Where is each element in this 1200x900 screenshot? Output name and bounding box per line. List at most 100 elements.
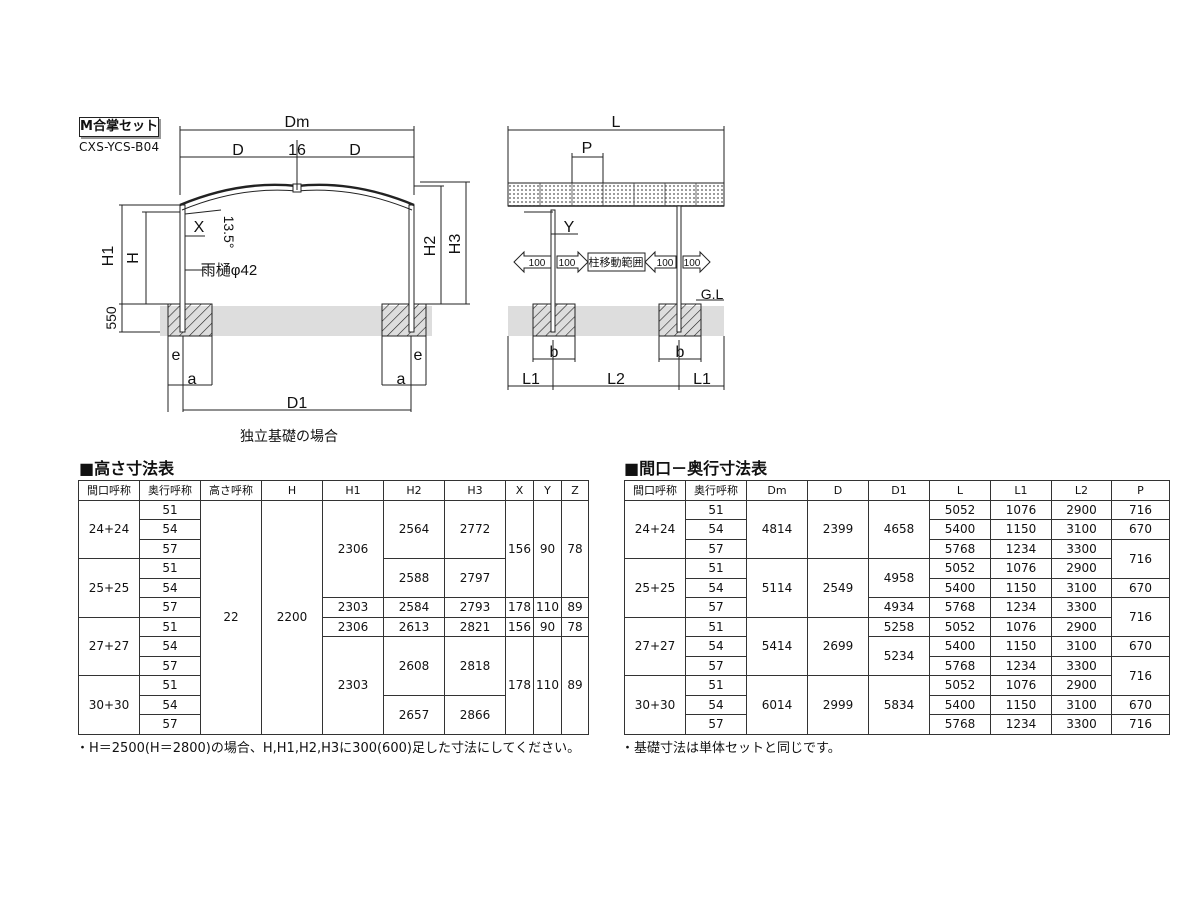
- height-table-note: ・H＝2500(H＝2800)の場合、H,H1,H2,H3に300(600)足し…: [76, 741, 581, 756]
- cell-l1: 1150: [990, 519, 1052, 540]
- cell-l2: 3300: [1051, 597, 1112, 618]
- table-row: 24+24 51 22 2200 2306 2564 2772 156 90 7…: [78, 499, 589, 735]
- label-e-right: e: [414, 347, 423, 364]
- col-height-name: 高さ呼称: [200, 480, 262, 501]
- cell-l2: 2900: [1051, 558, 1112, 579]
- table-row: 27+27 51 5414 2699 5258 5052 1076 2900: [624, 616, 1170, 676]
- cell-d1: 4658: [868, 499, 930, 559]
- cell-frontage: 25+25: [78, 558, 140, 618]
- foundation-right: [381, 303, 427, 337]
- cell-depth: 51: [685, 558, 747, 579]
- cell-frontage: 24+24: [624, 499, 686, 559]
- cell-p: 716: [1111, 499, 1170, 520]
- cell-l2: 3300: [1051, 538, 1112, 559]
- cell-y: 110: [533, 636, 562, 735]
- cell-l1: 1150: [990, 577, 1052, 598]
- cell-l: 5400: [929, 636, 991, 657]
- cell-z: 89: [561, 636, 589, 735]
- col-l2: L2: [1051, 480, 1112, 501]
- move-range-label: 柱移動範囲: [589, 255, 644, 269]
- cell-depth: 54: [139, 636, 201, 657]
- cell-y: 90: [533, 616, 562, 637]
- label-gl: G.L: [701, 286, 724, 302]
- side-post-right: [676, 205, 682, 333]
- cell-depth: 57: [685, 655, 747, 676]
- cell-l1: 1076: [990, 675, 1052, 696]
- cell-frontage: 24+24: [78, 499, 140, 559]
- table-row: 57: [79, 655, 589, 676]
- cell-l2: 2900: [1051, 499, 1112, 520]
- label-gutter: 雨樋φ42: [201, 262, 257, 279]
- col-p: P: [1111, 480, 1170, 501]
- cell-h3: 2793: [444, 597, 506, 618]
- cell-frontage: 27+27: [78, 616, 140, 676]
- col-h1: H1: [322, 480, 384, 501]
- label-l1-left: L1: [522, 371, 540, 388]
- height-table: 間口呼称 奥行呼称 高さ呼称 H H1 H2 H3 X Y Z 24+24 51…: [78, 480, 589, 735]
- cell-l2: 2900: [1051, 675, 1112, 696]
- table-row: 24+24 51 4814 2399 4658 5052 1076 2900 7…: [624, 499, 1170, 559]
- cell-h: 2200: [261, 499, 323, 735]
- cell-depth: 57: [139, 597, 201, 618]
- cell-h1: 2303: [322, 636, 384, 735]
- cell-l: 5768: [929, 538, 991, 559]
- col-l: L: [929, 480, 991, 501]
- side-view: [507, 126, 725, 390]
- label-center: 16: [288, 142, 306, 159]
- col-dm: Dm: [746, 480, 808, 501]
- cell-h2: 2588: [383, 558, 445, 598]
- cell-p: 716: [1111, 597, 1170, 637]
- label-d-left: D: [232, 142, 244, 159]
- label-h1: H1: [100, 246, 117, 267]
- cell-depth: 57: [685, 538, 747, 559]
- cell-h3: 2821: [444, 616, 506, 637]
- cell-l: 5400: [929, 519, 991, 540]
- table-row: 54 2303 2608 2818 178 110 89: [79, 636, 589, 735]
- technical-drawing: Dm D 16 D X 13.5° H1 H 雨樋φ42 550 H2 H3 e…: [100, 114, 725, 412]
- cell-dm: 5114: [746, 558, 808, 618]
- cell-l1: 1234: [990, 538, 1052, 559]
- cell-depth: 51: [685, 675, 747, 696]
- col-frontage: 間口呼称: [624, 480, 686, 501]
- side-view-labels: L P Y 100 100 柱移動範囲 100 100 G.L b b L1 L…: [522, 114, 723, 388]
- label-base: 550: [103, 306, 119, 330]
- cell-z: 89: [561, 597, 589, 618]
- table-row: 57: [79, 714, 589, 735]
- cell-l: 5052: [929, 616, 991, 637]
- cell-x: 156: [505, 499, 534, 598]
- cell-l1: 1150: [990, 694, 1052, 715]
- table-row: 54 5234 5400 1150 3100 670: [625, 636, 1170, 676]
- cell-h1: 2306: [322, 616, 384, 637]
- col-frontage: 間口呼称: [78, 480, 140, 501]
- set-name-badge: M合掌セット: [79, 117, 159, 137]
- cell-l1: 1076: [990, 616, 1052, 637]
- cell-l: 5400: [929, 577, 991, 598]
- cell-l2: 3300: [1051, 655, 1112, 676]
- table-row: 57 2303 2584 2793 178 110 89: [79, 597, 589, 618]
- cell-l2: 3100: [1051, 577, 1112, 598]
- col-depth: 奥行呼称: [685, 480, 747, 501]
- cell-l: 5052: [929, 499, 991, 520]
- cell-depth: 57: [139, 714, 201, 735]
- cell-p: 670: [1111, 519, 1170, 540]
- label-h: H: [125, 252, 142, 264]
- cell-depth: 54: [685, 636, 747, 657]
- label-x: X: [194, 219, 205, 236]
- table-row: 25+25 51 2588 2797: [78, 558, 589, 618]
- cell-depth: 54: [685, 577, 747, 598]
- cell-l2: 3100: [1051, 694, 1112, 715]
- label-angle: 13.5°: [221, 216, 237, 249]
- cell-frontage: 30+30: [78, 675, 140, 735]
- cell-l: 5052: [929, 675, 991, 696]
- cell-l1: 1150: [990, 636, 1052, 657]
- cell-y: 110: [533, 597, 562, 618]
- cell-d: 2999: [807, 675, 869, 735]
- cell-depth: 51: [685, 499, 747, 520]
- cell-h2: 2564: [383, 499, 445, 559]
- label-l: L: [612, 114, 621, 131]
- table-row: 57 5768 1234 3300 716: [625, 538, 1170, 579]
- cell-depth: 57: [139, 538, 201, 559]
- table-row: 54: [79, 519, 589, 540]
- label-a-left: a: [188, 371, 197, 388]
- cell-d: 2549: [807, 558, 869, 618]
